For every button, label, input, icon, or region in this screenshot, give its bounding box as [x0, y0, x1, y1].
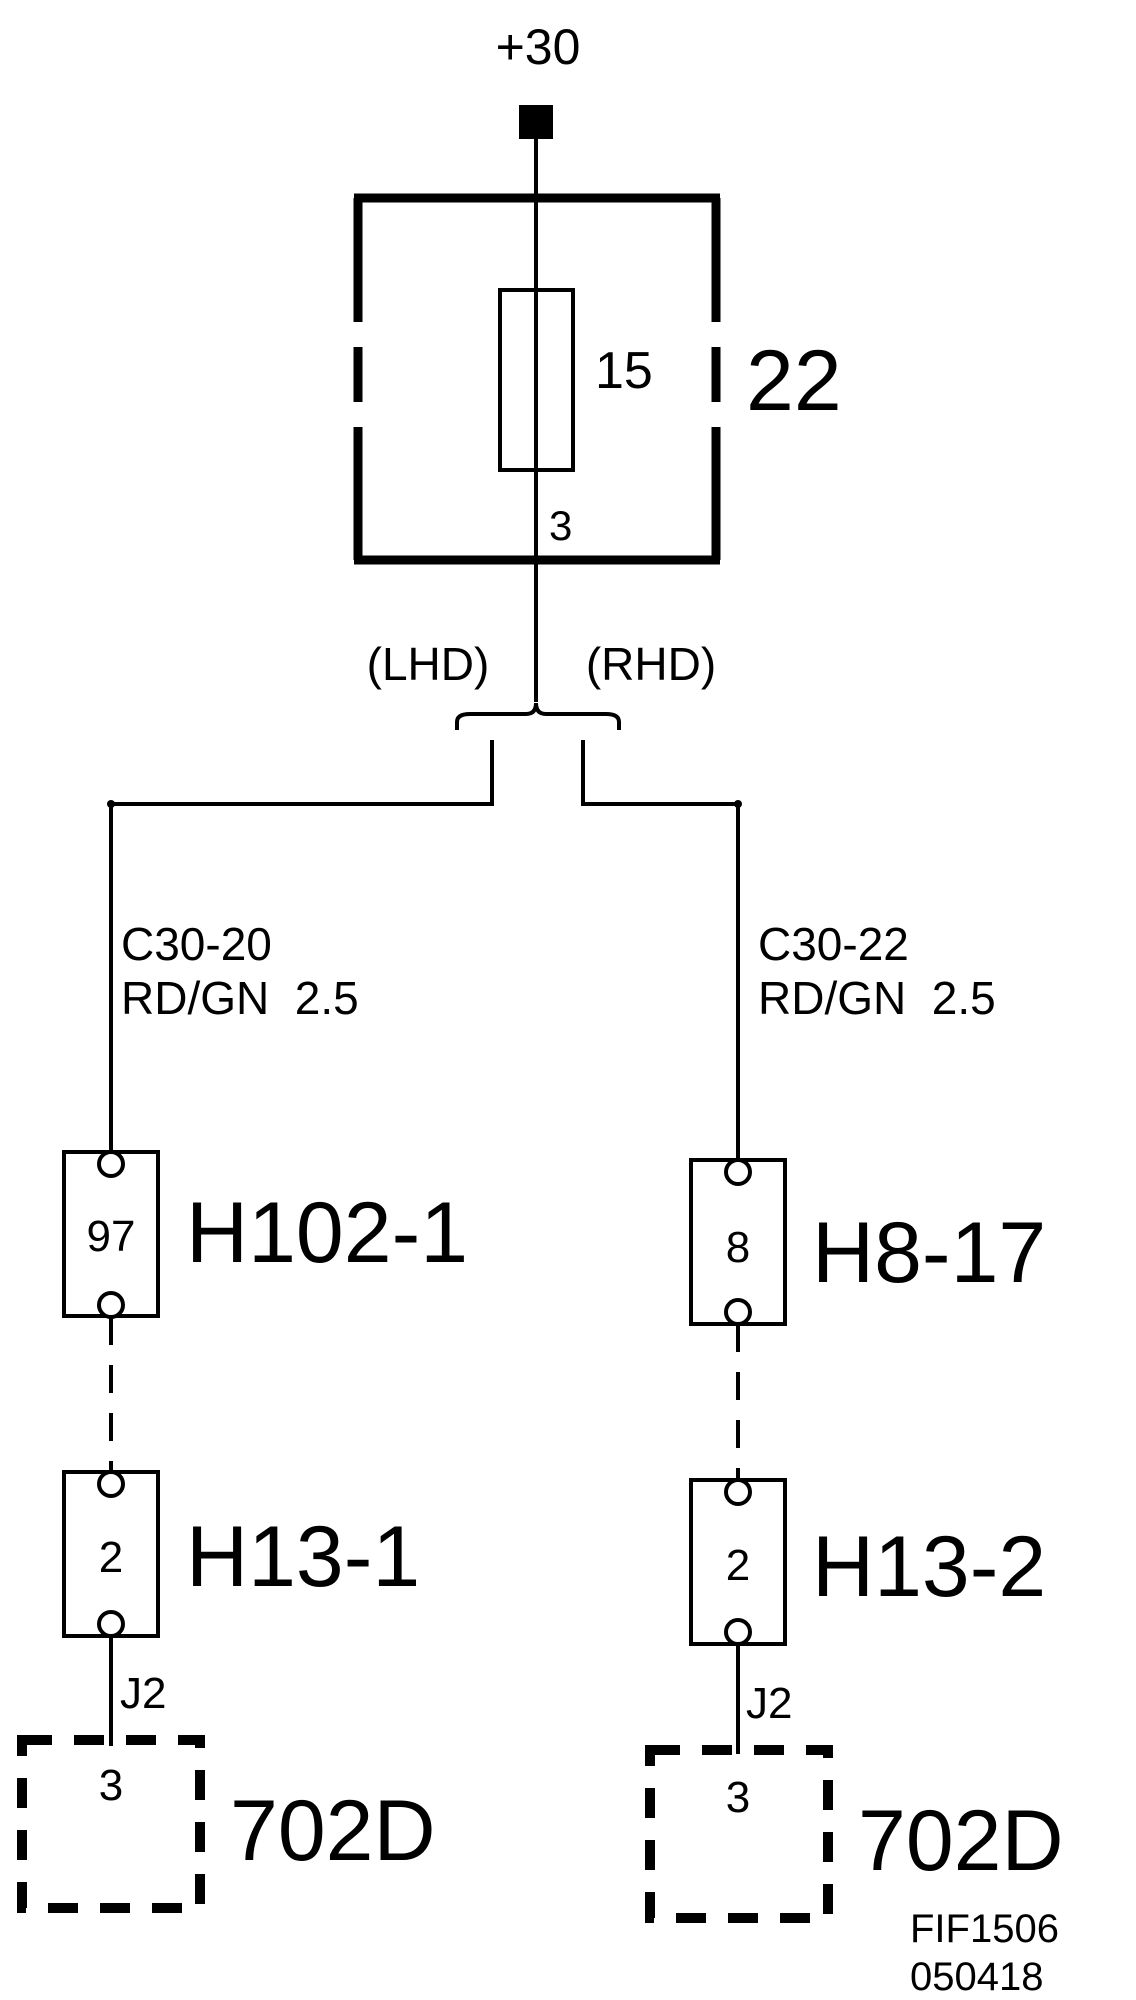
right-wire-id: C30-22	[758, 918, 909, 970]
right-jack-label: J2	[746, 1679, 792, 1728]
connector-h13-2: 2	[689, 1478, 787, 1646]
unit-702d-left-label: 702D	[230, 1783, 436, 1879]
fuse-box-outline	[353, 193, 721, 565]
figure-date: 050418	[910, 1955, 1043, 1999]
fuse-pin: 3	[549, 502, 572, 549]
supply-label: +30	[496, 19, 581, 75]
connector-h102-1-pin: 97	[87, 1212, 136, 1261]
fuse-rating: 15	[595, 342, 653, 400]
connector-h102-1: 97	[62, 1150, 160, 1319]
unit-702d-right-label: 702D	[858, 1793, 1064, 1889]
left-wire-id: C30-20	[121, 918, 272, 970]
connector-h8-17-label: H8-17	[812, 1205, 1046, 1301]
connector-h13-1-label: H13-1	[186, 1509, 420, 1605]
left-branch-wire	[109, 740, 494, 1158]
unit-702d-left	[17, 1735, 205, 1913]
variant-left: (LHD)	[367, 638, 490, 690]
right-wire-spec: RD/GN 2.5	[758, 972, 996, 1024]
variant-brace	[455, 702, 621, 730]
unit-702d-left-pin: 3	[99, 1761, 123, 1810]
connector-h13-2-label: H13-2	[812, 1519, 1046, 1615]
connector-h13-1-pin: 2	[99, 1533, 123, 1582]
connector-h13-2-pin: 2	[726, 1541, 750, 1590]
supply-terminal	[519, 105, 553, 139]
left-jack-label: J2	[120, 1669, 166, 1718]
left-wire-spec: RD/GN 2.5	[121, 972, 359, 1024]
unit-702d-right-pin: 3	[726, 1773, 750, 1822]
figure-ref: FIF1506	[910, 1907, 1059, 1951]
connector-h13-1: 2	[62, 1470, 160, 1638]
connector-h8-17: 8	[689, 1158, 787, 1326]
connector-h8-17-pin: 8	[726, 1223, 750, 1272]
right-branch-wire	[581, 740, 740, 1170]
connector-h102-1-label: H102-1	[186, 1185, 468, 1281]
variant-right: (RHD)	[586, 638, 716, 690]
unit-702d-right	[645, 1745, 833, 1923]
fuse-box-id: 22	[746, 333, 842, 429]
